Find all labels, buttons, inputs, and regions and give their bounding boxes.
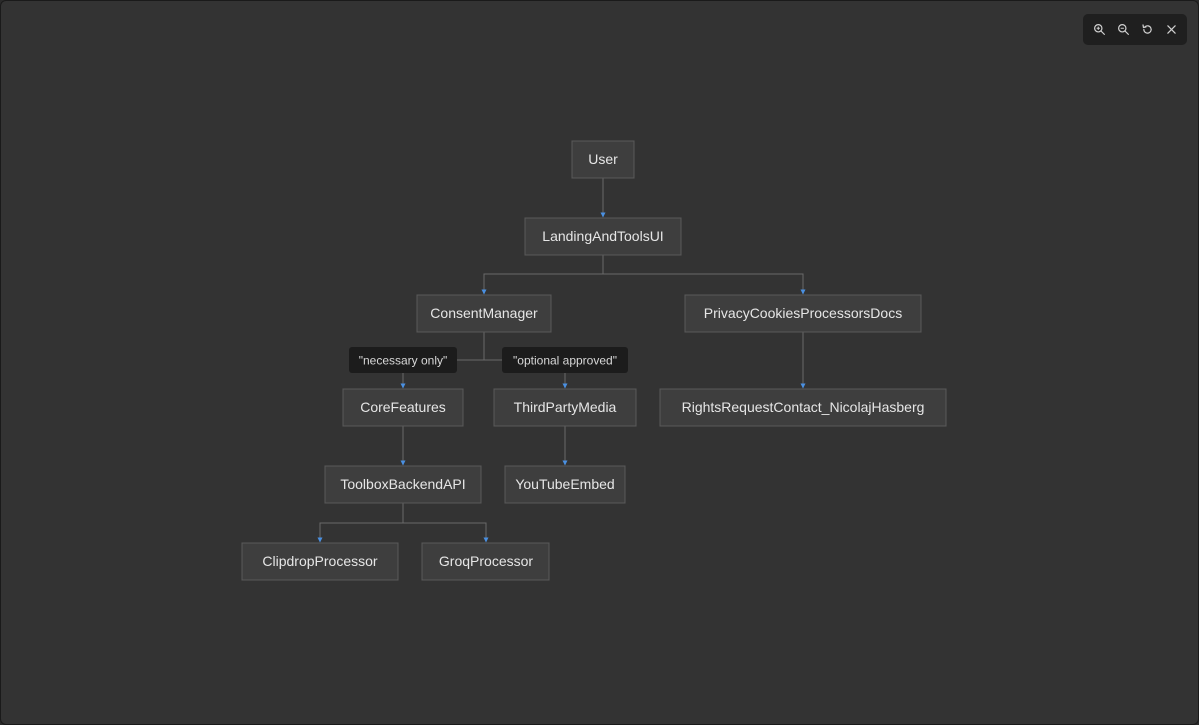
zoom-in-button[interactable]: [1088, 19, 1110, 41]
svg-text:PrivacyCookiesProcessorsDocs: PrivacyCookiesProcessorsDocs: [704, 305, 902, 321]
node-youtube-embed[interactable]: YouTubeEmbed: [504, 465, 626, 504]
svg-text:ThirdPartyMedia: ThirdPartyMedia: [514, 399, 617, 415]
node-privacy-cookies-processors-docs[interactable]: PrivacyCookiesProcessorsDocs: [684, 294, 922, 333]
node-user[interactable]: User: [571, 140, 635, 179]
node-groq-processor[interactable]: GroqProcessor: [421, 542, 550, 581]
edge-toolbox-groq: [403, 522, 489, 543]
svg-text:"optional approved": "optional approved": [513, 354, 617, 368]
svg-text:LandingAndToolsUI: LandingAndToolsUI: [542, 228, 663, 244]
edge-toolbox-clipdrop: [317, 503, 404, 543]
svg-text:RightsRequestContact_NicolajHa: RightsRequestContact_NicolajHasberg: [682, 399, 925, 415]
node-third-party-media[interactable]: ThirdPartyMedia: [493, 388, 637, 427]
edge-label-optional-approved: "optional approved": [502, 347, 628, 373]
edge-landing-privacy: [603, 273, 806, 295]
svg-text:ConsentManager: ConsentManager: [430, 305, 538, 321]
reset-button[interactable]: [1136, 19, 1158, 41]
edge-label-necessary-only: "necessary only": [349, 347, 457, 373]
svg-text:GroqProcessor: GroqProcessor: [439, 553, 533, 569]
svg-text:"necessary only": "necessary only": [359, 354, 448, 368]
node-rights-request-contact[interactable]: RightsRequestContact_NicolajHasberg: [659, 388, 947, 427]
close-icon: [1166, 25, 1176, 34]
svg-text:YouTubeEmbed: YouTubeEmbed: [515, 476, 614, 492]
node-core-features[interactable]: CoreFeatures: [342, 388, 464, 427]
svg-text:ClipdropProcessor: ClipdropProcessor: [262, 553, 377, 569]
zoom-out-button[interactable]: [1112, 19, 1134, 41]
svg-text:User: User: [588, 151, 618, 167]
node-consent-manager[interactable]: ConsentManager: [416, 294, 552, 333]
edge-landing-consent: [481, 255, 604, 295]
zoom-in-icon: [1093, 24, 1105, 35]
node-toolbox-backend-api[interactable]: ToolboxBackendAPI: [324, 465, 482, 504]
zoom-toolbar: [1083, 14, 1187, 45]
zoom-out-icon: [1117, 24, 1129, 35]
node-landing-and-tools-ui[interactable]: LandingAndToolsUI: [524, 217, 682, 256]
reset-icon: [1141, 24, 1152, 34]
svg-text:CoreFeatures: CoreFeatures: [360, 399, 446, 415]
svg-text:ToolboxBackendAPI: ToolboxBackendAPI: [340, 476, 465, 492]
close-button[interactable]: [1160, 19, 1182, 41]
node-clipdrop-processor[interactable]: ClipdropProcessor: [241, 542, 399, 581]
